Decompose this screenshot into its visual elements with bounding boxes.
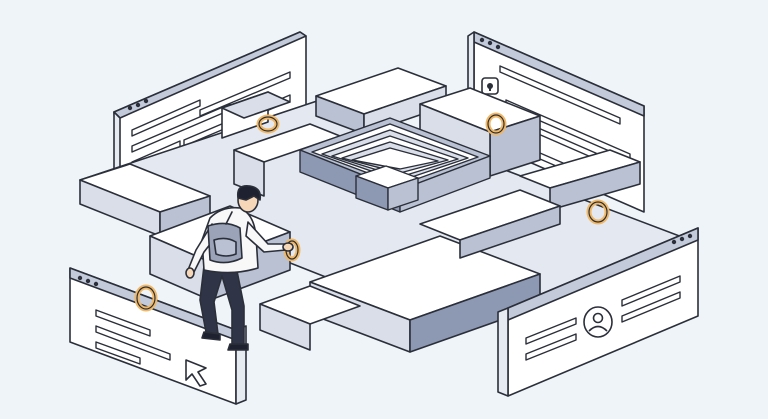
maze-walls-back	[221, 67, 641, 211]
window-dots-icon	[479, 37, 501, 50]
maze-walls-front	[259, 189, 561, 353]
ring-handle	[256, 114, 280, 134]
person-legs	[199, 265, 245, 345]
text-lines	[95, 309, 171, 365]
orange-rings	[134, 112, 610, 312]
ring-handle	[586, 199, 610, 225]
person-hair	[236, 184, 262, 201]
window-dots-icon	[671, 233, 693, 245]
lock-icon	[481, 77, 499, 95]
center-pit	[299, 117, 491, 213]
browser-window-bottom-right	[497, 227, 699, 397]
window-dots-icon	[77, 275, 99, 287]
shoe-left	[201, 331, 221, 341]
person-figure	[185, 184, 294, 351]
person-hand	[185, 267, 195, 279]
text-lines	[525, 275, 681, 361]
user-avatar-icon	[583, 306, 613, 338]
person-hand	[282, 242, 294, 252]
cursor-arrow-icon	[185, 359, 207, 387]
window-dots-icon	[127, 98, 149, 111]
ring-handle	[485, 112, 507, 136]
shoe-right	[227, 343, 249, 351]
backpack-pocket	[213, 237, 237, 257]
ring-handle	[134, 284, 158, 312]
